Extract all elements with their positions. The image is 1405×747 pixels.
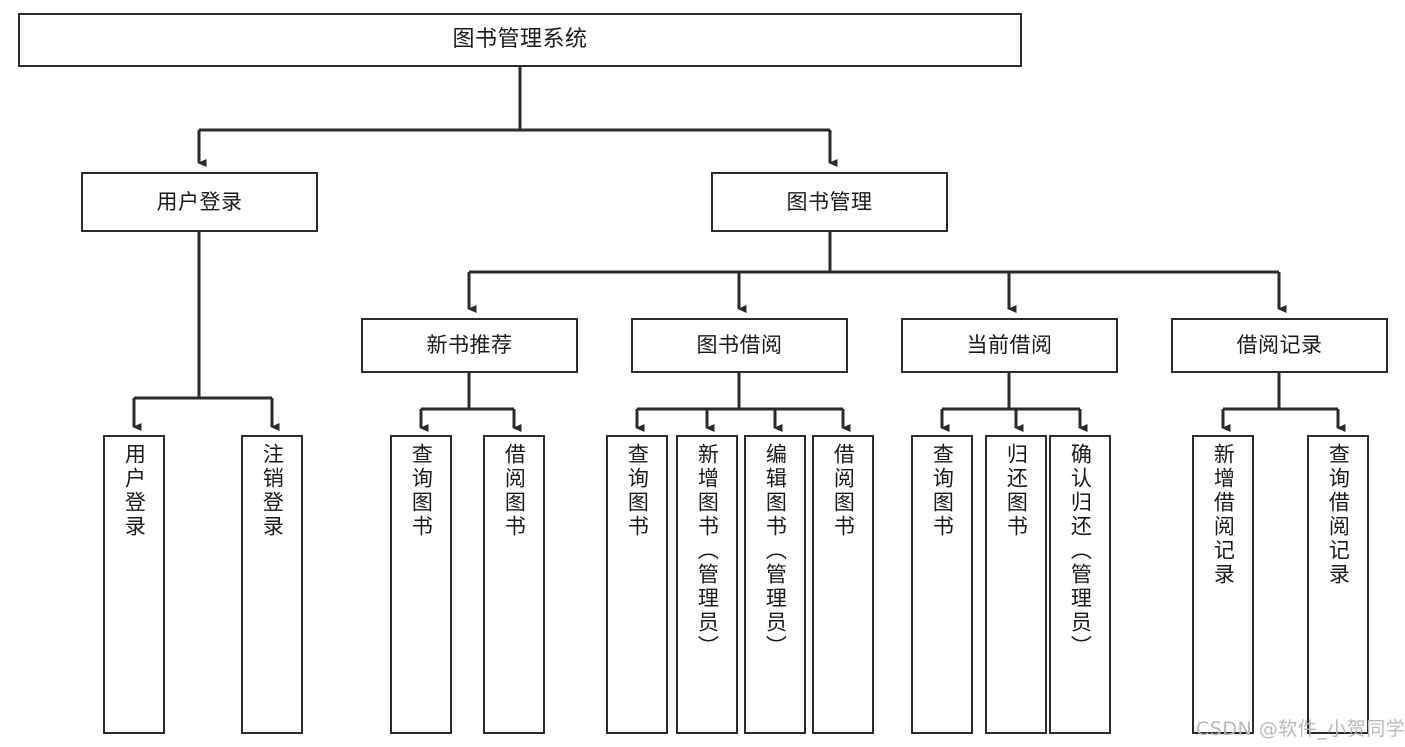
node-label: 归还图书 (1004, 443, 1029, 539)
leaf-confirm-return-admin[interactable]: 确认归还（管理员） (1049, 435, 1111, 734)
leaf-borrow-book-rec[interactable]: 借阅图书 (483, 435, 545, 734)
node-book-borrowing[interactable]: 图书借阅 (631, 318, 848, 373)
node-label: 查询图书 (409, 443, 434, 539)
node-label: 借阅图书 (831, 443, 856, 539)
node-label: 查询图书 (625, 443, 650, 539)
node-label: 借阅记录 (1236, 333, 1323, 358)
node-user-login[interactable]: 用户登录 (81, 172, 318, 232)
node-borrowing-record[interactable]: 借阅记录 (1171, 318, 1388, 373)
node-label: 查询借阅记录 (1326, 443, 1351, 587)
node-book-management-system[interactable]: 图书管理系统 (18, 13, 1022, 67)
leaf-query-book-rec[interactable]: 查询图书 (390, 435, 452, 734)
node-label: 注销登录 (260, 443, 285, 539)
leaf-add-book-admin[interactable]: 新增图书（管理员） (676, 435, 738, 734)
node-label: 图书管理 (786, 189, 873, 214)
leaf-user-login[interactable]: 用户登录 (103, 435, 165, 734)
leaf-return-book[interactable]: 归还图书 (985, 435, 1047, 734)
node-label: 新增图书（管理员） (695, 443, 720, 659)
node-current-borrowing[interactable]: 当前借阅 (901, 318, 1118, 373)
node-label: 新书推荐 (426, 333, 513, 358)
node-new-book-recommendation[interactable]: 新书推荐 (361, 318, 578, 373)
node-label: 借阅图书 (502, 443, 527, 539)
node-label: 用户登录 (156, 189, 243, 214)
node-label: 新增借阅记录 (1211, 443, 1236, 587)
leaf-add-borrow-record[interactable]: 新增借阅记录 (1192, 435, 1254, 734)
node-label: 用户登录 (122, 443, 147, 539)
leaf-user-logout[interactable]: 注销登录 (241, 435, 303, 734)
leaf-edit-book-admin[interactable]: 编辑图书（管理员） (744, 435, 806, 734)
node-label: 确认归还（管理员） (1068, 443, 1093, 659)
node-label: 查询图书 (930, 443, 955, 539)
node-book-management[interactable]: 图书管理 (711, 172, 948, 232)
leaf-query-book-current[interactable]: 查询图书 (911, 435, 973, 734)
leaf-query-book-borrow[interactable]: 查询图书 (606, 435, 668, 734)
leaf-borrow-book[interactable]: 借阅图书 (812, 435, 874, 734)
node-label: 图书管理系统 (452, 27, 588, 53)
node-label: 图书借阅 (696, 333, 783, 358)
csdn-watermark: CSDN @软件_小贺同学 (1196, 718, 1405, 740)
node-label: 当前借阅 (966, 333, 1053, 358)
node-label: 编辑图书（管理员） (763, 443, 788, 659)
leaf-query-borrow-record[interactable]: 查询借阅记录 (1307, 435, 1369, 734)
